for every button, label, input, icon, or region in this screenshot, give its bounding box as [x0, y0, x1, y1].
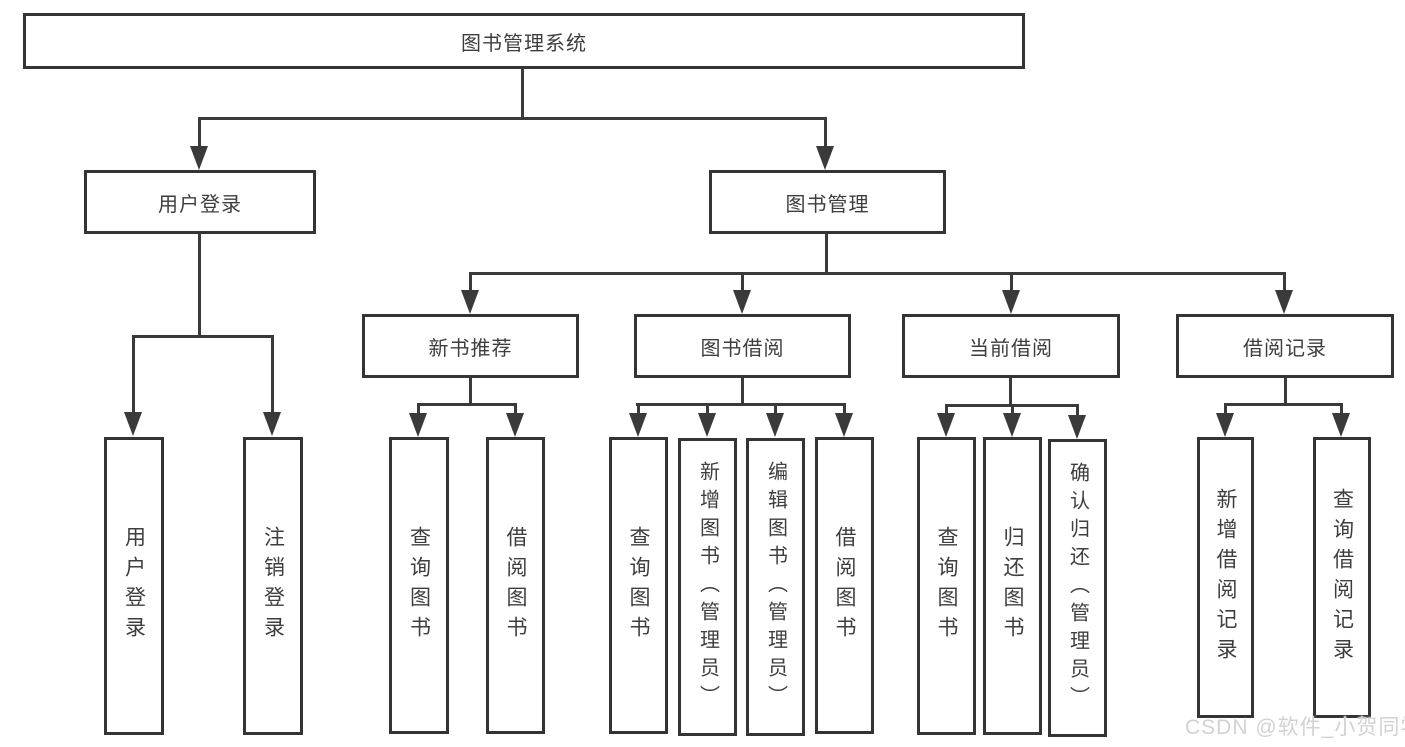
node-borrow-record: 借阅记录 [1176, 314, 1394, 378]
connector-line [521, 68, 524, 120]
node-new-book-recommend: 新书推荐 [362, 314, 579, 378]
connector-line [1010, 272, 1013, 292]
arrowhead-down-icon [1332, 413, 1350, 437]
connector-line [1011, 404, 1014, 415]
connector-line [469, 272, 1286, 275]
arrowhead-down-icon [1002, 290, 1020, 314]
arrowhead-down-icon [835, 413, 853, 437]
connector-line [741, 272, 744, 292]
connector-line [637, 403, 640, 415]
connector-line [1284, 378, 1287, 405]
leaf-borrow-book-1: 借阅图书 [486, 437, 545, 734]
arrowhead-down-icon [506, 413, 524, 437]
arrowhead-down-icon [461, 290, 479, 314]
leaf-user-login: 用户登录 [104, 437, 164, 735]
connector-line [774, 403, 777, 415]
arrowhead-down-icon [1068, 415, 1086, 439]
connector-line [945, 404, 948, 415]
leaf-add-borrow-record: 新增借阅记录 [1197, 437, 1254, 718]
leaf-query-book-1: 查询图书 [389, 437, 449, 734]
node-book-management: 图书管理 [709, 170, 946, 234]
connector-line [1224, 403, 1227, 415]
connector-line [1224, 403, 1343, 406]
arrowhead-down-icon [937, 413, 955, 437]
arrowhead-down-icon [1003, 413, 1021, 437]
arrowhead-down-icon [766, 413, 784, 437]
connector-line [198, 117, 827, 120]
connector-line [1076, 404, 1079, 415]
connector-line [514, 403, 517, 415]
leaf-logout: 注销登录 [243, 437, 303, 735]
arrowhead-down-icon [1275, 290, 1293, 314]
connector-line [198, 117, 201, 149]
arrowhead-down-icon [190, 146, 208, 170]
watermark: CSDN @软件_小贺同学 [1185, 716, 1405, 739]
connector-line [417, 403, 517, 406]
node-user-login: 用户登录 [84, 170, 316, 234]
arrowhead-down-icon [816, 146, 834, 170]
leaf-return-book: 归还图书 [983, 437, 1042, 735]
arrowhead-down-icon [409, 413, 427, 437]
node-current-borrow: 当前借阅 [902, 314, 1120, 378]
connector-line [1283, 272, 1286, 292]
arrowhead-down-icon [1216, 413, 1234, 437]
leaf-query-book-2: 查询图书 [609, 437, 668, 734]
connector-line [132, 335, 135, 413]
leaf-confirm-return-admin: 确认归还（管理员） [1048, 439, 1107, 737]
connector-line [469, 378, 472, 406]
connector-line [636, 403, 845, 406]
connector-line [132, 335, 274, 338]
connector-line [417, 403, 420, 415]
leaf-borrow-book-2: 借阅图书 [815, 437, 874, 734]
arrowhead-down-icon [698, 413, 716, 437]
arrowhead-down-icon [733, 290, 751, 314]
connector-line [843, 403, 846, 415]
connector-line [1009, 378, 1012, 407]
arrowhead-down-icon [263, 412, 281, 436]
connector-line [825, 234, 828, 275]
connector-line [1340, 403, 1343, 415]
connector-line [469, 272, 472, 292]
connector-line [741, 378, 744, 405]
leaf-query-book-3: 查询图书 [917, 437, 976, 735]
node-root: 图书管理系统 [23, 13, 1025, 69]
leaf-add-book-admin: 新增图书（管理员） [678, 438, 737, 736]
leaf-query-borrow-record: 查询借阅记录 [1313, 437, 1371, 718]
arrowhead-down-icon [124, 412, 142, 436]
node-book-borrow: 图书借阅 [634, 314, 851, 378]
connector-line [271, 335, 274, 413]
arrowhead-down-icon [629, 413, 647, 437]
connector-line [198, 234, 201, 338]
connector-line [706, 403, 709, 415]
connector-line [824, 117, 827, 149]
leaf-edit-book-admin: 编辑图书（管理员） [746, 438, 805, 736]
